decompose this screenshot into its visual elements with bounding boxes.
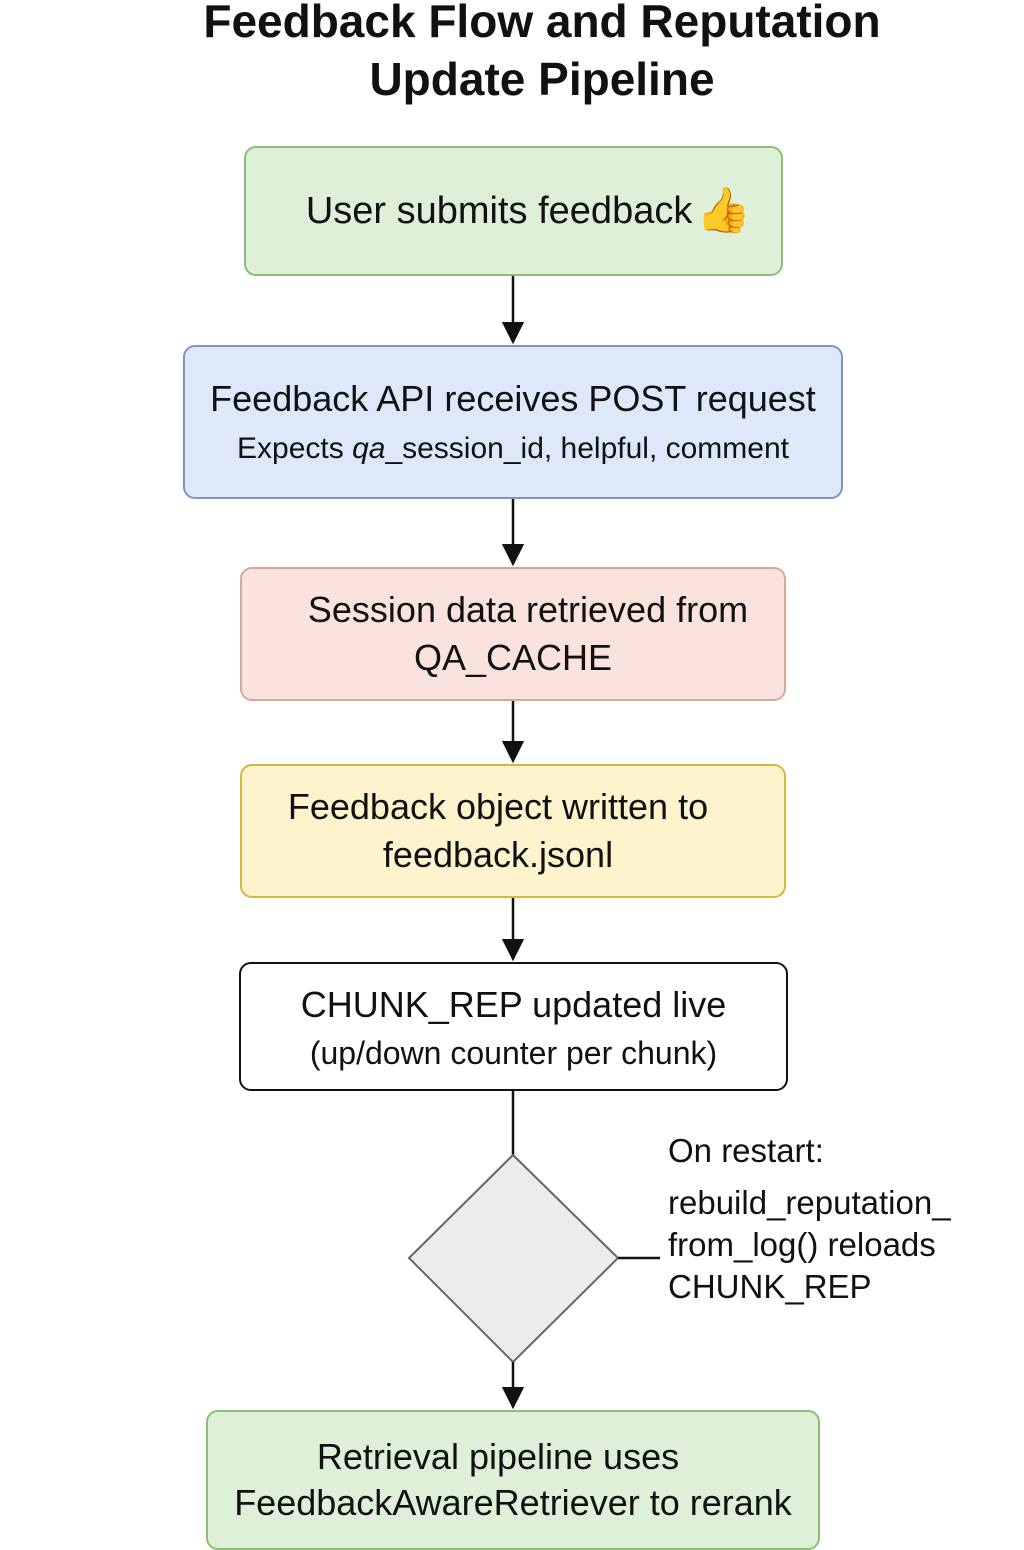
node-feedback-api-sub-rest: _session_id, helpful, comment — [385, 432, 789, 465]
restart-note-line-1: rebuild_reputation_ — [668, 1184, 951, 1221]
node-feedback-object: Feedback object written to feedback.json… — [240, 764, 786, 898]
node-chunk-rep-line-1: CHUNK_REP updated live — [300, 983, 727, 1025]
restart-note: On restart: rebuild_reputation_ from_log… — [668, 1130, 1008, 1308]
restart-note-line-2: from_log() reloads — [668, 1226, 936, 1263]
node-session-data: Session data retrieved from QA_CACHE — [240, 567, 786, 701]
node-retrieval-pipeline-line-2: FeedbackAwareRetriever to rerank — [234, 1482, 792, 1523]
node-retrieval-pipeline-line-1: Retrieval pipeline uses — [316, 1436, 680, 1477]
title-line-2: Update Pipeline — [369, 53, 715, 105]
node-session-data-line-2: QA_CACHE — [413, 637, 613, 678]
node-feedback-api-label: Feedback API receives POST request — [210, 378, 816, 419]
node-feedback-object-line-1: Feedback object written to — [287, 786, 709, 827]
node-feedback-object-line-2: feedback.jsonl — [382, 834, 614, 875]
node-session-data-line-1: Session data retrieved from — [307, 589, 749, 630]
node-feedback-api-sub-italic: qa — [352, 432, 386, 465]
node-chunk-rep-line-2: (up/down counter per chunk) — [309, 1034, 718, 1071]
node-feedback-api-sub-prefix: Expects — [237, 432, 353, 465]
diagram-title: Feedback Flow and Reputation Update Pipe… — [0, 0, 1024, 108]
node-retrieval-pipeline: Retrieval pipeline uses FeedbackAwareRet… — [206, 1410, 820, 1550]
node-user-submits-feedback: User submits feedback 👍 — [244, 146, 783, 276]
restart-note-line-3: CHUNK_REP — [668, 1268, 872, 1305]
node-feedback-api: Feedback API receives POST request Expec… — [183, 345, 843, 499]
node-feedback-api-sub: Expects qa_session_id, helpful, comment — [237, 429, 789, 469]
node-user-submits-feedback-label: User submits feedback — [305, 189, 693, 232]
restart-note-head: On restart: — [668, 1132, 824, 1169]
title-line-1: Feedback Flow and Reputation — [203, 0, 881, 47]
thumbs-up-icon: 👍 — [696, 186, 752, 235]
node-chunk-rep: CHUNK_REP updated live (up/down counter … — [239, 962, 788, 1091]
decision-diamond — [407, 1153, 620, 1364]
